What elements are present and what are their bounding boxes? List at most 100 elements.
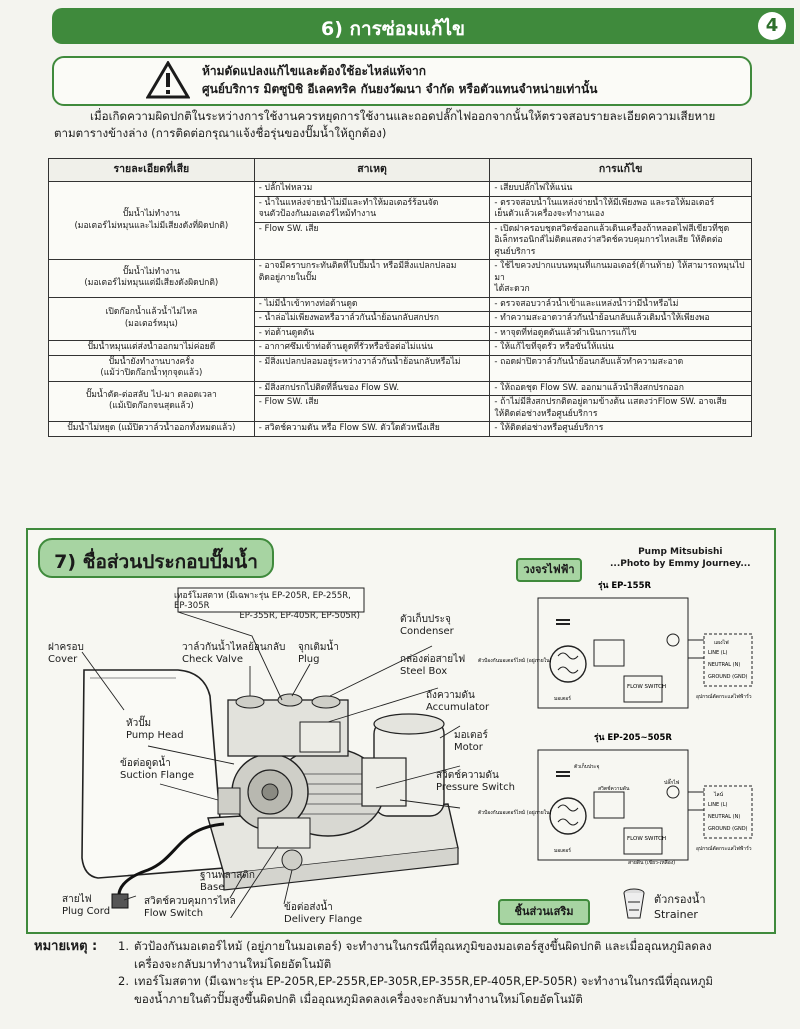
cause-cell: - อาจมีคราบกระทันติดที่ใบปั๊มน้ำ หรือมีส… bbox=[253, 259, 491, 298]
cause-cell: - มีสิ่งแปลกปลอมอยู่ระหว่างวาล์วกันน้ำย้… bbox=[253, 354, 491, 382]
label-steel-box: กล่องต่อสายไฟ Steel Box bbox=[400, 654, 466, 677]
svg-text:ตัวเก็บประจุ: ตัวเก็บประจุ bbox=[574, 762, 600, 770]
symptom-cell: ปั๊มน้ำไม่ทำงาน (มอเตอร์ไม่หมุนแต่มีเสีย… bbox=[48, 259, 255, 298]
troubleshooting-table: รายละเอียดที่เสีย สาเหตุ การแก้ไข ปั๊มน้… bbox=[48, 158, 752, 437]
strainer-icon bbox=[623, 888, 645, 919]
cause-cell: - Flow SW. เสีย bbox=[253, 395, 491, 422]
svg-text:อุปกรณ์ตัดกระแสไฟฟ้ารั่ว: อุปกรณ์ตัดกระแสไฟฟ้ารั่ว bbox=[696, 845, 752, 852]
table-row: ปั๊มน้ำตัด-ต่อสลับ ไป-มา ตลอดเวลา (แม้เป… bbox=[48, 380, 752, 422]
label-suction-flange: ข้อต่อดูดน้ำ Suction Flange bbox=[120, 758, 195, 781]
warning-icon bbox=[146, 61, 190, 99]
label-pump-head: หัวปั๊ม Pump Head bbox=[126, 718, 184, 741]
label-condenser: ตัวเก็บประจุ Condenser bbox=[400, 614, 454, 637]
table-row: - Flow SW. เสีย- ถ้าไม่มีสิ่งสกปรกติดอยู… bbox=[49, 395, 752, 422]
label-plug-cord: สายไฟ Plug Cord bbox=[62, 894, 111, 917]
svg-text:สายดิน (เขียว-เหลือง): สายดิน (เขียว-เหลือง) bbox=[628, 859, 675, 866]
intro-line-1: เมื่อเกิดความผิดปกติในระหว่างการใช้งานคว… bbox=[90, 109, 716, 123]
circuit-tab: วงจรไฟฟ้า bbox=[516, 558, 582, 582]
cause-cell: - น้ำในแหล่งจ่ายน้ำไม่มีและทำให้มอเตอร์ร… bbox=[253, 195, 491, 223]
fix-cell: - ตรวจสอบน้ำในแหล่งจ่ายน้ำให้มีเพียงพอ แ… bbox=[489, 195, 752, 223]
fix-cell: - ถ้าไม่มีสิ่งสกปรกติดอยู่ตามข้างต้น แสด… bbox=[489, 395, 752, 422]
notes-section: หมายเหตุ : 1. ตัวป้องกันมอเตอร์ไหม้ (อยู… bbox=[34, 938, 774, 1008]
label-base: ฐานพลาสติก Base bbox=[200, 870, 255, 893]
svg-text:อุปกรณ์ตัดกระแสไฟฟ้ารั่ว: อุปกรณ์ตัดกระแสไฟฟ้ารั่ว bbox=[696, 693, 752, 700]
intro-paragraph: เมื่อเกิดความผิดปกติในระหว่างการใช้งานคว… bbox=[54, 108, 754, 142]
fix-cell: - หาจุดที่ท่อดูดตันแล้วดำเนินการแก้ไข bbox=[489, 325, 752, 341]
fix-cell: - ทำความสะอาดวาล์วกันน้ำย้อนกลับแล้วเติม… bbox=[489, 311, 752, 327]
table-row: ปั๊มน้ำไม่ทำงาน (มอเตอร์ไม่หมุนแต่มีเสีย… bbox=[48, 259, 752, 298]
label-plug: จุกเติมน้ำ Plug bbox=[298, 642, 339, 665]
fix-cell: - ให้แก้ไขที่จุดรั่ว หรือขันให้แน่น bbox=[489, 340, 752, 356]
cause-cell: - น้ำล่อไม่เพียงพอหรือวาล์วกันน้ำย้อนกลั… bbox=[253, 311, 491, 327]
cause-cell: - ไม่มีน้ำเข้าทางท่อด้านดูด bbox=[253, 296, 491, 312]
warning-text: ห้ามดัดแปลงแก้ไขและต้องใช้อะไหล่แท้จาก ศ… bbox=[202, 62, 597, 98]
pump-illustration bbox=[81, 587, 461, 918]
circuit-diagrams: รุ่น EP-155R FLOW SWITCH แผงไฟ LINE (L) … bbox=[478, 580, 753, 866]
cause-cell: - อากาศซึมเข้าท่อด้านดูดที่รั่วหรือข้อต่… bbox=[253, 340, 491, 356]
svg-text:FLOW SWITCH: FLOW SWITCH bbox=[627, 836, 666, 842]
note-2: 2. เทอร์โมสตาท (มีเฉพาะรุ่น EP-205R,EP-2… bbox=[118, 974, 713, 1006]
table-header-row: รายละเอียดที่เสีย สาเหตุ การแก้ไข bbox=[48, 158, 752, 182]
circuit-ep205-505r: รุ่น EP-205~505R FLOW SWITCH สวิตช์ความด… bbox=[478, 732, 753, 866]
svg-text:สวิตช์ความดัน: สวิตช์ความดัน bbox=[598, 785, 630, 792]
cause-cell: - สวิตช์ความดัน หรือ Flow SW. ตัวใดตัวหน… bbox=[253, 421, 491, 437]
fix-cell: - ถอดฝาปิดวาล์วกันน้ำย้อนกลับแล้วทำความส… bbox=[489, 354, 752, 382]
table-row: ปั๊มน้ำไม่ทำงาน (มอเตอร์ไม่หมุนและไม่มีเ… bbox=[48, 181, 752, 260]
symptom-cell: ปั๊มน้ำหมุนแต่ส่งน้ำออกมาไม่ค่อยดี bbox=[48, 340, 255, 356]
label-pressure-switch: สวิตช์ความดัน Pressure Switch bbox=[436, 770, 515, 793]
fix-cell: - เสียบปลั๊กไฟให้แน่น bbox=[489, 181, 752, 197]
svg-text:NEUTRAL (N): NEUTRAL (N) bbox=[708, 814, 740, 820]
column-header-fix: การแก้ไข bbox=[489, 158, 752, 182]
table-row: ปั๊มน้ำยังทำงานบางครั้ง (แม้ว่าปิดก๊อกน้… bbox=[48, 354, 752, 382]
svg-text:NEUTRAL (N): NEUTRAL (N) bbox=[708, 662, 740, 668]
svg-text:แผงไฟ: แผงไฟ bbox=[714, 639, 729, 646]
cause-cell: - Flow SW. เสีย bbox=[253, 221, 491, 260]
table-row: เปิดก๊อกน้ำแล้วน้ำไม่ไหล (มอเตอร์หมุน)- … bbox=[48, 296, 752, 341]
parts-section: 7) ชื่อส่วนประกอบปั๊มน้ำ bbox=[26, 528, 776, 934]
note-1: หมายเหตุ : 1. ตัวป้องกันมอเตอร์ไหม้ (อยู… bbox=[34, 939, 712, 971]
warning-box: ห้ามดัดแปลงแก้ไขและต้องใช้อะไหล่แท้จาก ศ… bbox=[52, 56, 752, 106]
table-row: - น้ำในแหล่งจ่ายน้ำไม่มีและทำให้มอเตอร์ร… bbox=[49, 195, 752, 223]
column-header-cause: สาเหตุ bbox=[253, 158, 491, 182]
circuit-1-model: รุ่น EP-155R bbox=[598, 580, 651, 591]
label-cover: ฝาครอบ Cover bbox=[48, 642, 84, 665]
page-number: 4 bbox=[758, 12, 786, 40]
parts-title-tab: 7) ชื่อส่วนประกอบปั๊มน้ำ bbox=[38, 538, 274, 578]
svg-text:FLOW SWITCH: FLOW SWITCH bbox=[627, 684, 666, 690]
label-flow-switch: สวิตช์ควบคุมการไหล Flow Switch bbox=[144, 896, 236, 919]
label-motor: มอเตอร์ Motor bbox=[454, 730, 488, 753]
symptom-cell: ปั๊มน้ำไม่ทำงาน (มอเตอร์ไม่หมุนและไม่มีเ… bbox=[48, 181, 255, 260]
optional-parts-tab: ชิ้นส่วนเสริม bbox=[498, 899, 590, 925]
fix-cell: - ตรวจสอบวาล์วน้ำเข้าและแหล่งน้ำว่ามีน้ำ… bbox=[489, 296, 752, 312]
thermostat-line-2: EP-355R, EP-405R, EP-505R) bbox=[239, 611, 360, 621]
svg-text:มอเตอร์: มอเตอร์ bbox=[554, 695, 571, 702]
symptom-cell: ปั๊มน้ำตัด-ต่อสลับ ไป-มา ตลอดเวลา (แม้เป… bbox=[48, 380, 255, 422]
symptom-cell: เปิดก๊อกน้ำแล้วน้ำไม่ไหล (มอเตอร์หมุน) bbox=[48, 296, 255, 341]
thermostat-callout: เทอร์โมสตาท (มีเฉพาะรุ่น EP-205R, EP-255… bbox=[174, 591, 360, 621]
svg-text:ปลั๊กไฟ: ปลั๊กไฟ bbox=[664, 778, 680, 786]
section-title: 6) การซ่อมแก้ไข bbox=[320, 18, 466, 40]
table-body: ปั๊มน้ำไม่ทำงาน (มอเตอร์ไม่หมุนและไม่มีเ… bbox=[48, 181, 752, 437]
fix-cell: - ให้ติดต่อช่างหรือศูนย์บริการ bbox=[489, 421, 752, 437]
cause-cell: - มีสิ่งสกปรกไปติดที่ลิ้นของ Flow SW. bbox=[253, 380, 491, 396]
svg-text:ไลน์: ไลน์ bbox=[713, 791, 724, 798]
symptom-cell: ปั๊มน้ำยังทำงานบางครั้ง (แม้ว่าปิดก๊อกน้… bbox=[48, 354, 255, 382]
warning-line-1: ห้ามดัดแปลงแก้ไขและต้องใช้อะไหล่แท้จาก bbox=[202, 64, 426, 78]
fix-cell: - ให้ถอดชุด Flow SW. ออกมาแล้วนำสิ่งสกปร… bbox=[489, 380, 752, 396]
label-delivery-flange: ข้อต่อส่งน้ำ Delivery Flange bbox=[284, 902, 363, 925]
label-strainer: ตัวกรองน้ำ Strainer bbox=[654, 893, 706, 921]
fix-cell: - ใช้ไขควงปากแบนหมุนที่แกนมอเตอร์(ด้านท้… bbox=[489, 259, 752, 298]
svg-text:ตัวป้องกันมอเตอร์ไหม้ (อยู่ภาย: ตัวป้องกันมอเตอร์ไหม้ (อยู่ภายใน) bbox=[478, 809, 552, 816]
table-row: ปั๊มน้ำไม่หยุด (แม้ปิดวาล์วน้ำออกทั้งหมด… bbox=[48, 421, 752, 437]
intro-line-2: ตามตารางข้างล่าง (การติดต่อกรุณาแจ้งชื่อ… bbox=[54, 126, 387, 140]
thermostat-line-1: เทอร์โมสตาท (มีเฉพาะรุ่น EP-205R, EP-255… bbox=[174, 591, 351, 611]
table-row: - Flow SW. เสีย- เปิดฝาครอบชุดสวิตช์ออกแ… bbox=[49, 221, 752, 260]
parts-title: 7) ชื่อส่วนประกอบปั๊มน้ำ bbox=[54, 551, 258, 573]
svg-text:GROUND (GND): GROUND (GND) bbox=[708, 826, 748, 832]
table-row: - ท่อด้านดูดตัน- หาจุดที่ท่อดูดตันแล้วดำ… bbox=[49, 325, 752, 341]
cause-cell: - ท่อด้านดูดตัน bbox=[253, 325, 491, 341]
notes-heading: หมายเหตุ : bbox=[34, 939, 98, 954]
svg-text:LINE (L): LINE (L) bbox=[708, 650, 727, 656]
label-accumulator: ถังความดัน Accumulator bbox=[426, 690, 490, 713]
column-header-symptom: รายละเอียดที่เสีย bbox=[48, 158, 255, 182]
